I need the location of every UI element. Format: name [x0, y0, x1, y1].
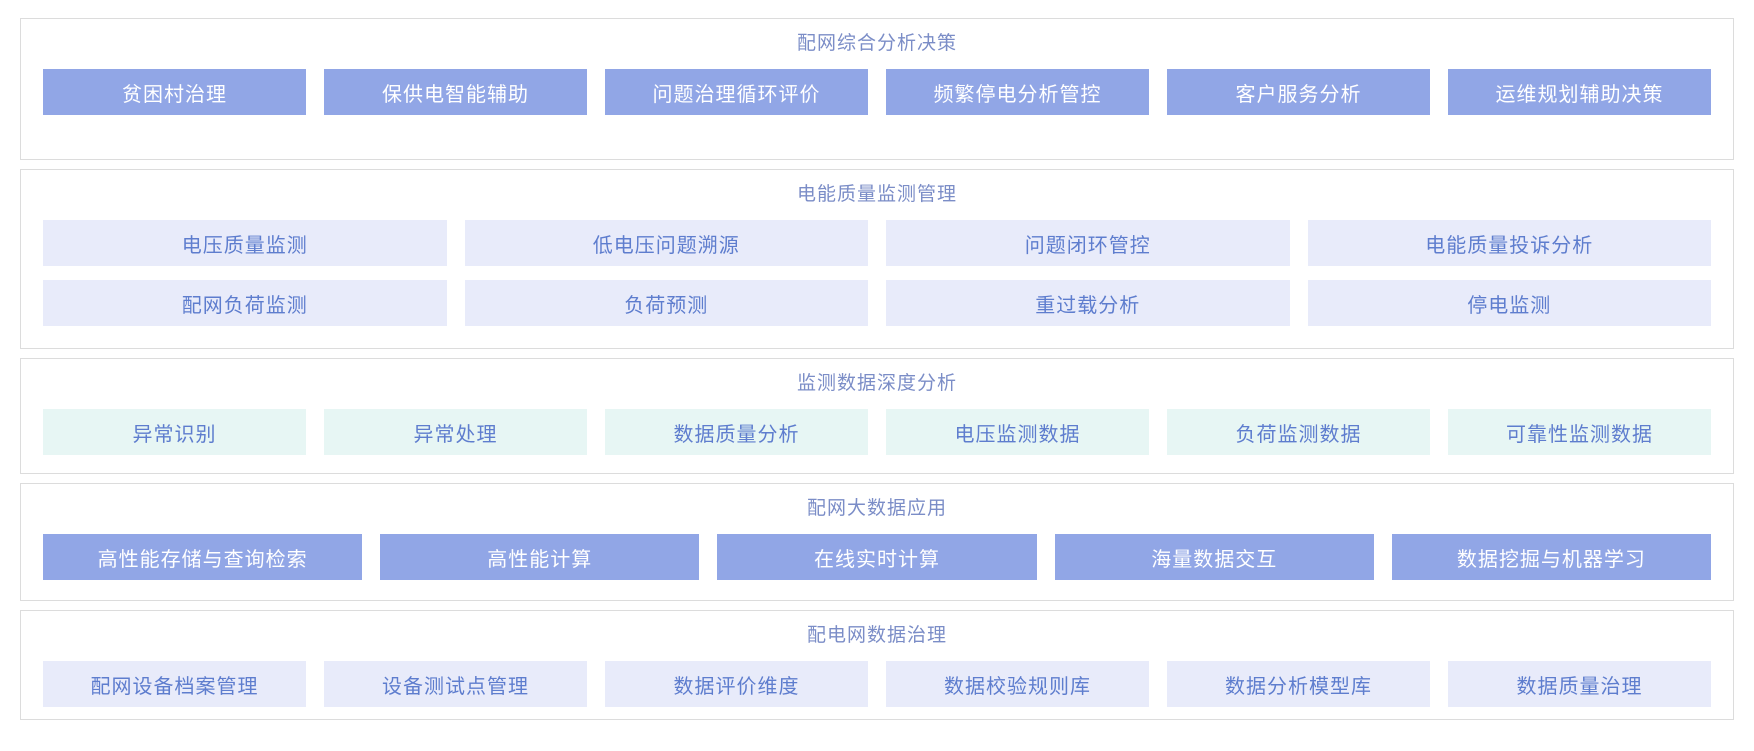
section-panel: 监测数据深度分析异常识别异常处理数据质量分析电压监测数据负荷监测数据可靠性监测数… — [20, 358, 1734, 474]
module-button[interactable]: 可靠性监测数据 — [1448, 409, 1711, 455]
module-button[interactable]: 高性能存储与查询检索 — [43, 534, 363, 580]
module-button[interactable]: 数据质量分析 — [605, 409, 868, 455]
section-panel: 配网大数据应用高性能存储与查询检索高性能计算在线实时计算海量数据交互数据挖掘与机… — [20, 483, 1734, 601]
module-button[interactable]: 频繁停电分析管控 — [886, 69, 1149, 115]
module-button[interactable]: 配网负荷监测 — [43, 280, 447, 326]
module-button[interactable]: 海量数据交互 — [1054, 534, 1374, 580]
module-button[interactable]: 数据质量治理 — [1448, 661, 1711, 707]
module-button[interactable]: 电能质量投诉分析 — [1307, 220, 1711, 266]
module-button[interactable]: 问题闭环管控 — [886, 220, 1290, 266]
module-row: 电压质量监测低电压问题溯源问题闭环管控电能质量投诉分析 — [43, 220, 1711, 266]
module-row: 配网负荷监测负荷预测重过载分析停电监测 — [43, 280, 1711, 326]
module-row: 异常识别异常处理数据质量分析电压监测数据负荷监测数据可靠性监测数据 — [43, 409, 1711, 455]
section-title: 监测数据深度分析 — [796, 373, 957, 394]
module-button[interactable]: 设备测试点管理 — [324, 661, 587, 707]
module-button[interactable]: 数据挖掘与机器学习 — [1391, 534, 1712, 580]
module-row: 配网设备档案管理设备测试点管理数据评价维度数据校验规则库数据分析模型库数据质量治… — [43, 661, 1711, 707]
module-button[interactable]: 问题治理循环评价 — [605, 69, 868, 115]
module-button[interactable]: 重过载分析 — [886, 280, 1290, 326]
section-title: 配网大数据应用 — [806, 498, 947, 519]
module-button[interactable]: 停电监测 — [1307, 280, 1711, 326]
section-title: 电能质量监测管理 — [796, 184, 957, 205]
module-button[interactable]: 贫困村治理 — [43, 69, 306, 115]
section-panel: 配网综合分析决策贫困村治理保供电智能辅助问题治理循环评价频繁停电分析管控客户服务… — [20, 18, 1734, 160]
module-button[interactable]: 在线实时计算 — [717, 534, 1037, 580]
module-button[interactable]: 数据校验规则库 — [886, 661, 1149, 707]
section-title: 配电网数据治理 — [806, 625, 947, 646]
module-button[interactable]: 运维规划辅助决策 — [1448, 69, 1711, 115]
module-row: 贫困村治理保供电智能辅助问题治理循环评价频繁停电分析管控客户服务分析运维规划辅助… — [43, 69, 1711, 115]
section-panel: 配电网数据治理配网设备档案管理设备测试点管理数据评价维度数据校验规则库数据分析模… — [20, 610, 1734, 720]
module-row: 高性能存储与查询检索高性能计算在线实时计算海量数据交互数据挖掘与机器学习 — [43, 534, 1712, 580]
module-button[interactable]: 保供电智能辅助 — [324, 69, 587, 115]
module-button[interactable]: 负荷监测数据 — [1167, 409, 1430, 455]
module-button[interactable]: 电压监测数据 — [886, 409, 1149, 455]
module-button[interactable]: 高性能计算 — [380, 534, 700, 580]
module-button[interactable]: 配网设备档案管理 — [43, 661, 306, 707]
module-button[interactable]: 数据评价维度 — [605, 661, 868, 707]
module-button[interactable]: 电压质量监测 — [43, 220, 447, 266]
module-button[interactable]: 异常处理 — [324, 409, 587, 455]
module-button[interactable]: 数据分析模型库 — [1167, 661, 1430, 707]
module-button[interactable]: 异常识别 — [43, 409, 306, 455]
module-button[interactable]: 负荷预测 — [464, 280, 868, 326]
section-title: 配网综合分析决策 — [796, 33, 957, 54]
section-panel: 电能质量监测管理电压质量监测低电压问题溯源问题闭环管控电能质量投诉分析配网负荷监… — [20, 169, 1734, 349]
module-button[interactable]: 客户服务分析 — [1167, 69, 1430, 115]
module-button[interactable]: 低电压问题溯源 — [464, 220, 868, 266]
